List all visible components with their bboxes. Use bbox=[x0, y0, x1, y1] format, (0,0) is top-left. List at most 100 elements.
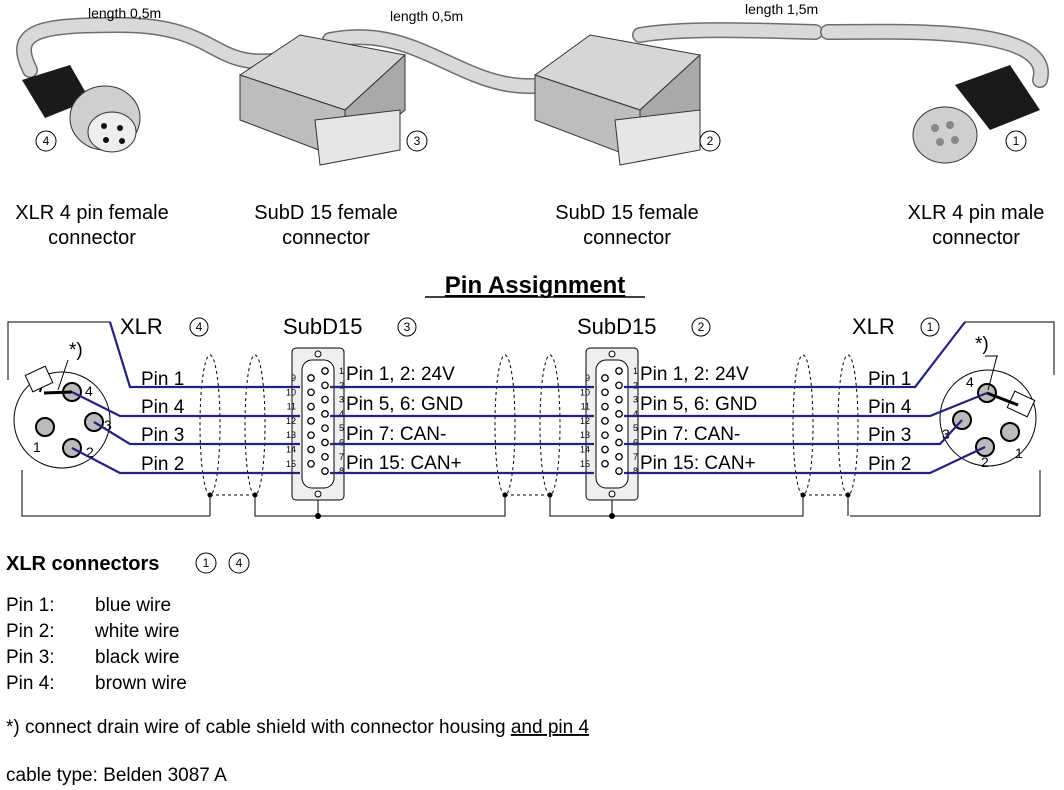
caption-line: XLR 4 pin male bbox=[908, 202, 1045, 224]
caption-line: connector bbox=[583, 227, 671, 249]
subd-pin-label: Pin 5, 6: GND bbox=[346, 394, 463, 415]
pin-assignment-schematic: XLR 4 SubD15 3 SubD15 2 XLR 1 4 3 1 2 *) bbox=[7, 314, 1055, 519]
subd-pin-number: 14 bbox=[580, 445, 590, 455]
subd-pin-dot bbox=[601, 402, 609, 411]
subd-pin-dot bbox=[615, 467, 623, 475]
xlr-pin-label: Pin 1 bbox=[868, 369, 911, 390]
signal-wire bbox=[624, 391, 988, 418]
socket-pin-number: 2 bbox=[981, 454, 989, 470]
subd-connector-2-image bbox=[533, 34, 702, 166]
legend-wire: black wire bbox=[95, 647, 179, 668]
connector-number-1: 1 bbox=[1013, 134, 1020, 148]
legend-pin: Pin 3: bbox=[6, 647, 55, 668]
subd-pin-dot bbox=[321, 438, 329, 447]
cable-length-label: length 0,5m bbox=[390, 8, 463, 24]
subd-pin-number: 11 bbox=[287, 402, 296, 412]
subd-pin-dot bbox=[615, 438, 623, 447]
subd-pin-number: 4 bbox=[633, 409, 638, 419]
subd-pin-dot bbox=[615, 424, 623, 433]
socket-pin-number: 1 bbox=[33, 439, 41, 455]
caption-line: XLR 4 pin female bbox=[15, 202, 168, 224]
subd-pin-dot bbox=[307, 402, 315, 411]
subd-pin-dot bbox=[321, 410, 329, 418]
subd-pin-number: 7 bbox=[633, 452, 638, 462]
subd-pin-dot bbox=[321, 424, 329, 433]
subd-pin-dot bbox=[601, 388, 609, 397]
subd-15-pinout-left bbox=[291, 347, 345, 501]
signal-wire bbox=[624, 419, 963, 446]
subd-pin-number: 6 bbox=[339, 438, 344, 448]
caption-line: SubD 15 female bbox=[555, 202, 698, 224]
shield-note: *) connect drain wire of cable shield wi… bbox=[6, 717, 589, 738]
xlr-pin-label: Pin 2 bbox=[868, 454, 911, 475]
legend-wire: white wire bbox=[94, 621, 179, 642]
subd-pin-number: 9 bbox=[291, 373, 296, 383]
subd-pin-label: Pin 15: CAN+ bbox=[346, 453, 462, 474]
subd-pin-label: Pin 15: CAN+ bbox=[640, 453, 756, 474]
legend-circle-number: 4 bbox=[236, 556, 243, 570]
subd-pin-number: 8 bbox=[339, 466, 344, 476]
subd-pin-dot bbox=[601, 374, 609, 382]
subd-pin-number: 2 bbox=[339, 380, 344, 390]
subd-pin-dot bbox=[321, 381, 329, 390]
legend-pin: Pin 1: bbox=[6, 595, 55, 616]
xlr-legend: XLR connectors 1 4 Pin 1: blue wire Pin … bbox=[6, 552, 250, 694]
connector-number-4: 4 bbox=[196, 320, 203, 334]
shield-note-underlined: and pin 4 bbox=[511, 717, 590, 738]
asterisk-marker: *) bbox=[975, 334, 989, 355]
subd-pin-dot bbox=[615, 367, 623, 375]
xlr-male-connector-image bbox=[912, 65, 1040, 164]
subd-pin-dot bbox=[307, 459, 315, 468]
caption-line: SubD 15 female bbox=[254, 202, 397, 224]
xlr-pin-label: Pin 2 bbox=[141, 454, 184, 475]
connector-number-2: 2 bbox=[707, 134, 714, 148]
subd-pin-number: 1 bbox=[633, 366, 638, 376]
subd-pin-number: 15 bbox=[580, 459, 590, 469]
cable-length-label: length 1,5m bbox=[745, 1, 818, 17]
xlr-female-socket-face: 4 3 1 2 *) bbox=[13, 340, 112, 469]
legend-title: XLR connectors bbox=[6, 553, 159, 575]
socket-pin-number: 4 bbox=[85, 383, 93, 399]
subd-pin-dot bbox=[307, 417, 315, 425]
legend-pin: Pin 2: bbox=[6, 621, 55, 642]
asterisk-marker: *) bbox=[69, 340, 83, 361]
subd-pin-number: 3 bbox=[633, 395, 638, 405]
legend-wire: blue wire bbox=[95, 595, 171, 616]
subd-label: SubD15 bbox=[577, 314, 657, 339]
signal-wire bbox=[624, 321, 966, 389]
subd-pin-dot bbox=[601, 417, 609, 425]
connector-number-1: 1 bbox=[927, 320, 934, 334]
subd-pin-dot bbox=[307, 388, 315, 397]
subd-pin-number: 9 bbox=[585, 373, 590, 383]
legend-wire: brown wire bbox=[95, 673, 187, 694]
subd-pin-number: 2 bbox=[633, 380, 638, 390]
subd-pin-number: 8 bbox=[633, 466, 638, 476]
subd-pin-number: 6 bbox=[633, 438, 638, 448]
connector-number-3: 3 bbox=[404, 320, 411, 334]
subd-pin-label: Pin 7: CAN- bbox=[640, 424, 740, 445]
xlr-pin-label: Pin 4 bbox=[868, 397, 912, 418]
cable-type: cable type: Belden 3087 A bbox=[6, 765, 227, 786]
socket-pin-number: 3 bbox=[942, 426, 950, 442]
socket-pin-number: 2 bbox=[86, 444, 94, 460]
xlr-label: XLR bbox=[120, 314, 163, 339]
shield-note-text: *) connect drain wire of cable shield wi… bbox=[6, 717, 511, 738]
subd-pin-number: 12 bbox=[286, 416, 296, 426]
xlr-label: XLR bbox=[852, 314, 895, 339]
subd-pin-number: 1 bbox=[339, 366, 344, 376]
subd-pin-dot bbox=[615, 381, 623, 390]
subd-pin-number: 3 bbox=[339, 395, 344, 405]
xlr-male-socket-face: 4 3 1 2 *) bbox=[939, 334, 1037, 470]
subd-pin-number: 10 bbox=[580, 387, 590, 397]
subd-pin-number: 13 bbox=[580, 430, 590, 440]
subd-15-pinout-right bbox=[585, 347, 639, 501]
subd-pin-dot bbox=[307, 431, 315, 440]
subd-pin-number: 11 bbox=[581, 402, 590, 412]
legend-pin: Pin 4: bbox=[6, 673, 55, 694]
subd-pin-number: 15 bbox=[286, 459, 296, 469]
subd-pin-number: 13 bbox=[286, 430, 296, 440]
cable-length-label: length 0,5m bbox=[88, 5, 161, 21]
subd-pin-dot bbox=[615, 410, 623, 418]
